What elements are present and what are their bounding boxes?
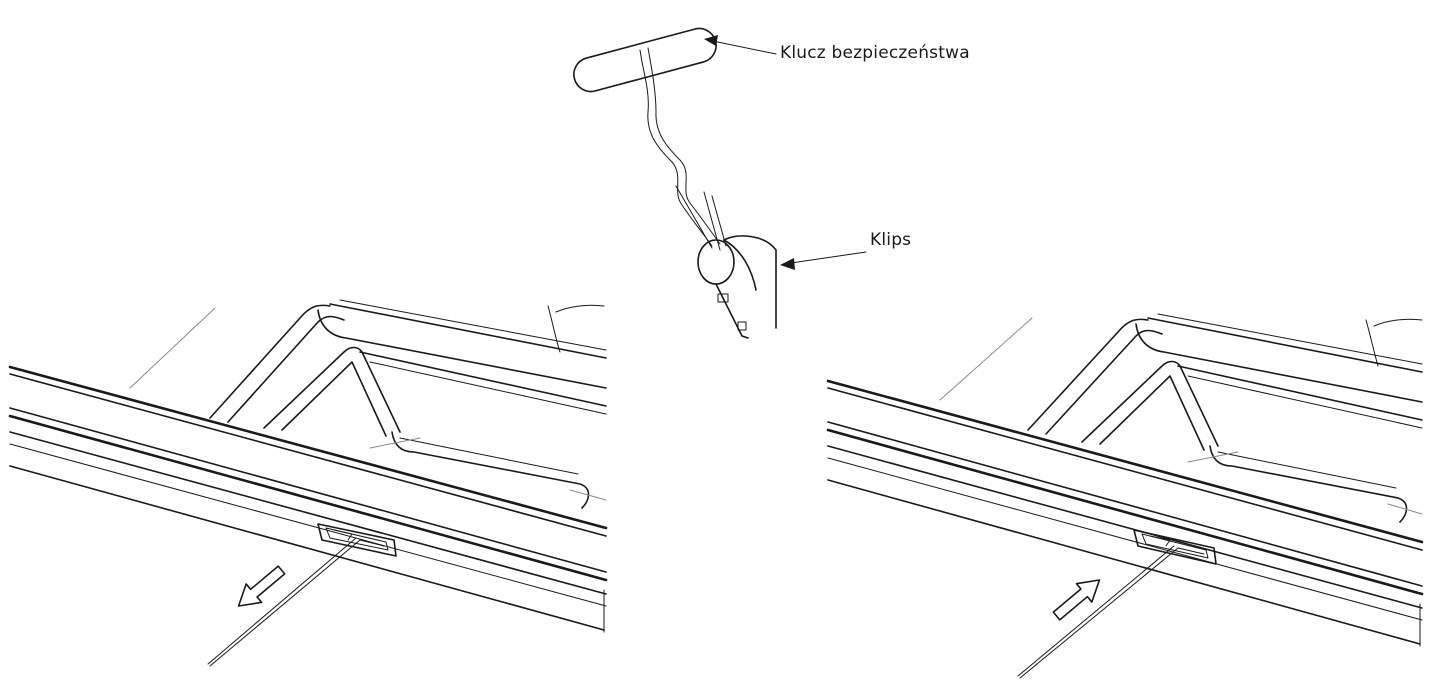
right-step-illustration [826,313,1424,679]
arrow-push-in-icon [1052,579,1101,621]
safety-key-cord [639,49,713,247]
clip-illustration [697,235,777,339]
safety-key-illustration [573,27,727,251]
safety-key-callout-arrow [704,35,777,55]
clip-label: Klips [870,230,912,250]
left-key-slot [317,523,397,557]
right-key-slot [1133,529,1217,565]
arrow-pull-out-icon [237,565,286,607]
left-step-illustration [8,299,608,667]
safety-key-handle [573,27,717,93]
clip-callout-arrow [780,251,867,270]
safety-key-label: Klucz bezpieczeństwa [780,43,970,63]
